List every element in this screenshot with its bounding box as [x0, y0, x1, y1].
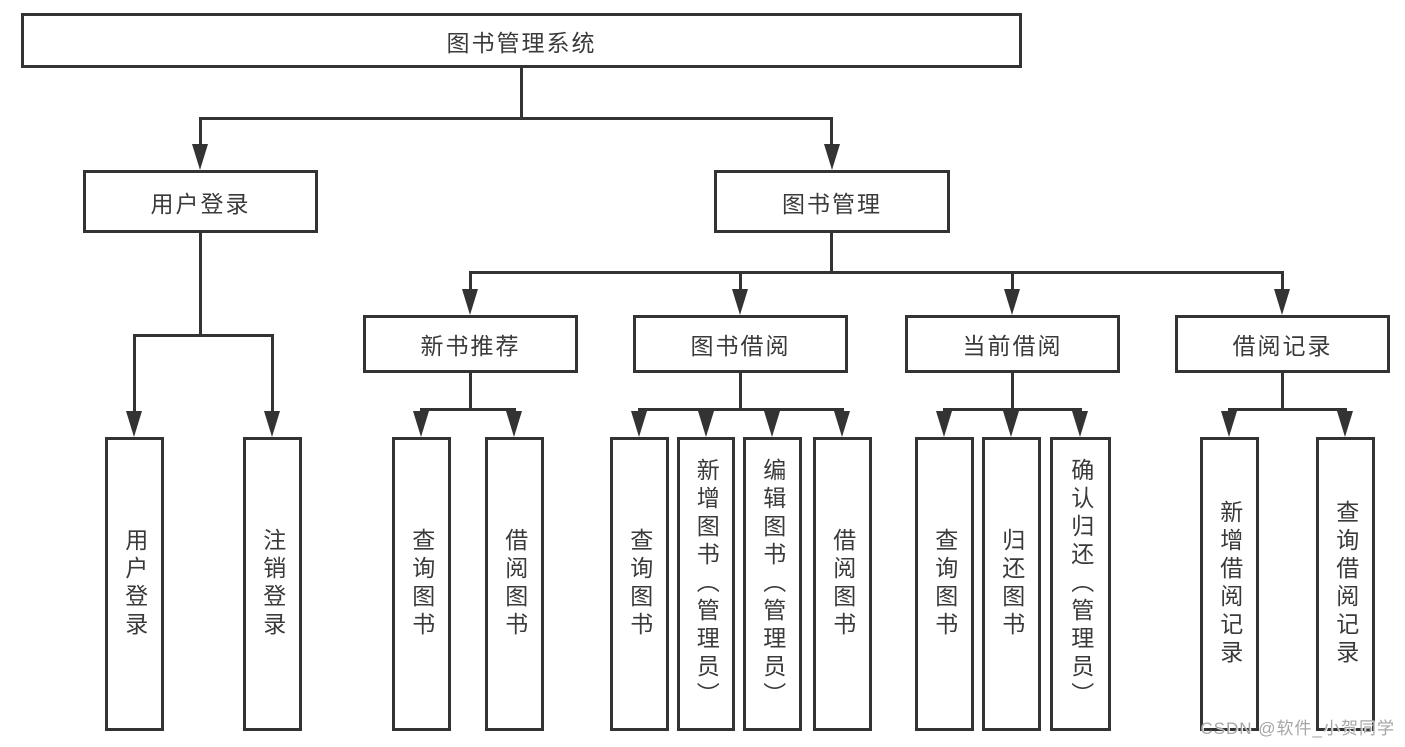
edge-borrow-stem: [739, 373, 742, 410]
arrowhead-down-icon: [126, 411, 142, 437]
leaf-borrow-books-recommend-label: 借阅图书: [501, 528, 528, 640]
leaf-query-books-borrow-label: 查询图书: [626, 528, 653, 640]
edge-drop-book-management: [830, 117, 833, 145]
arrowhead-down-icon: [1337, 411, 1353, 437]
edge-drop-level3: [1281, 271, 1284, 291]
edge-drop-leaf: [271, 334, 274, 411]
edge-current-stem: [1011, 373, 1014, 410]
leaf-borrow-books-recommend: 借阅图书: [485, 437, 544, 731]
arrowhead-down-icon: [462, 289, 478, 315]
edge-drop-level3: [1011, 271, 1014, 291]
arrowhead-down-icon: [824, 144, 840, 170]
leaf-query-borrow-record-label: 查询借阅记录: [1332, 500, 1359, 668]
node-current-borrow: 当前借阅: [905, 315, 1120, 373]
edge-record-stem: [1281, 373, 1284, 410]
node-borrow-record-label: 借阅记录: [1232, 333, 1333, 359]
leaf-query-books-current-label: 查询图书: [931, 528, 958, 640]
edge-user-login-stem: [199, 233, 202, 336]
leaf-add-borrow-record: 新增借阅记录: [1200, 437, 1259, 731]
leaf-borrow-books-label: 借阅图书: [829, 528, 856, 640]
arrowhead-down-icon: [1004, 289, 1020, 315]
leaf-add-books-admin: 新增图书（管理员）: [677, 437, 735, 731]
leaf-query-books-recommend: 查询图书: [392, 437, 451, 731]
node-root-label: 图书管理系统: [446, 29, 597, 56]
arrowhead-down-icon: [1221, 411, 1237, 437]
leaf-edit-books-admin-label: 编辑图书（管理员）: [759, 458, 786, 710]
leaf-query-books-recommend-label: 查询图书: [408, 528, 435, 640]
leaf-confirm-return-admin: 确认归还（管理员）: [1050, 437, 1111, 731]
arrowhead-down-icon: [506, 411, 522, 437]
node-new-book-recommend-label: 新书推荐: [420, 333, 521, 359]
arrowhead-down-icon: [1274, 289, 1290, 315]
leaf-query-borrow-record: 查询借阅记录: [1316, 437, 1375, 731]
edge-current-branch: [943, 408, 1082, 411]
arrowhead-down-icon: [834, 411, 850, 437]
node-borrow-record: 借阅记录: [1175, 315, 1390, 373]
leaf-query-books-current: 查询图书: [915, 437, 974, 731]
leaf-logout: 注销登录: [243, 437, 302, 731]
edge-book-management-stem: [830, 233, 833, 273]
arrowhead-down-icon: [1003, 411, 1019, 437]
leaf-user-login: 用户登录: [105, 437, 164, 731]
arrowhead-down-icon: [192, 144, 208, 170]
edge-drop-user-login: [199, 117, 202, 145]
edge-recommend-branch: [420, 408, 516, 411]
arrowhead-down-icon: [764, 411, 780, 437]
leaf-borrow-books: 借阅图书: [813, 437, 872, 731]
leaf-query-books-borrow: 查询图书: [610, 437, 669, 731]
leaf-return-books: 归还图书: [982, 437, 1041, 731]
leaf-logout-label: 注销登录: [259, 528, 286, 640]
edge-user-login-branch: [133, 334, 274, 337]
edge-drop-leaf: [133, 334, 136, 411]
edge-recommend-stem: [469, 373, 472, 410]
arrowhead-down-icon: [264, 411, 280, 437]
node-user-login-label: 用户登录: [150, 190, 251, 217]
leaf-user-login-label: 用户登录: [121, 528, 148, 640]
leaf-return-books-label: 归还图书: [998, 528, 1025, 640]
leaf-add-books-admin-label: 新增图书（管理员）: [693, 458, 720, 710]
node-user-login: 用户登录: [83, 170, 318, 233]
arrowhead-down-icon: [936, 411, 952, 437]
leaf-edit-books-admin: 编辑图书（管理员）: [743, 437, 802, 731]
arrowhead-down-icon: [1072, 411, 1088, 437]
node-new-book-recommend: 新书推荐: [363, 315, 578, 373]
arrowhead-down-icon: [413, 411, 429, 437]
edge-drop-level3: [469, 271, 472, 291]
arrowhead-down-icon: [698, 411, 714, 437]
node-book-management: 图书管理: [714, 170, 950, 233]
node-current-borrow-label: 当前借阅: [962, 333, 1063, 359]
edge-borrow-branch: [638, 408, 844, 411]
arrowhead-down-icon: [631, 411, 647, 437]
node-book-management-label: 图书管理: [782, 190, 882, 217]
node-book-borrow-label: 图书借阅: [690, 333, 791, 359]
node-root: 图书管理系统: [21, 13, 1022, 68]
leaf-add-borrow-record-label: 新增借阅记录: [1216, 500, 1243, 668]
edge-drop-level3: [739, 271, 742, 291]
edge-book-management-branch: [469, 271, 1283, 274]
edge-root-branch: [199, 117, 833, 120]
edge-record-branch: [1228, 408, 1347, 411]
node-book-borrow: 图书借阅: [633, 315, 848, 373]
edge-root-stem: [520, 68, 523, 119]
csdn-watermark: CSDN @软件_小贺同学: [1200, 719, 1395, 738]
leaf-confirm-return-admin-label: 确认归还（管理员）: [1067, 458, 1094, 710]
arrowhead-down-icon: [732, 289, 748, 315]
